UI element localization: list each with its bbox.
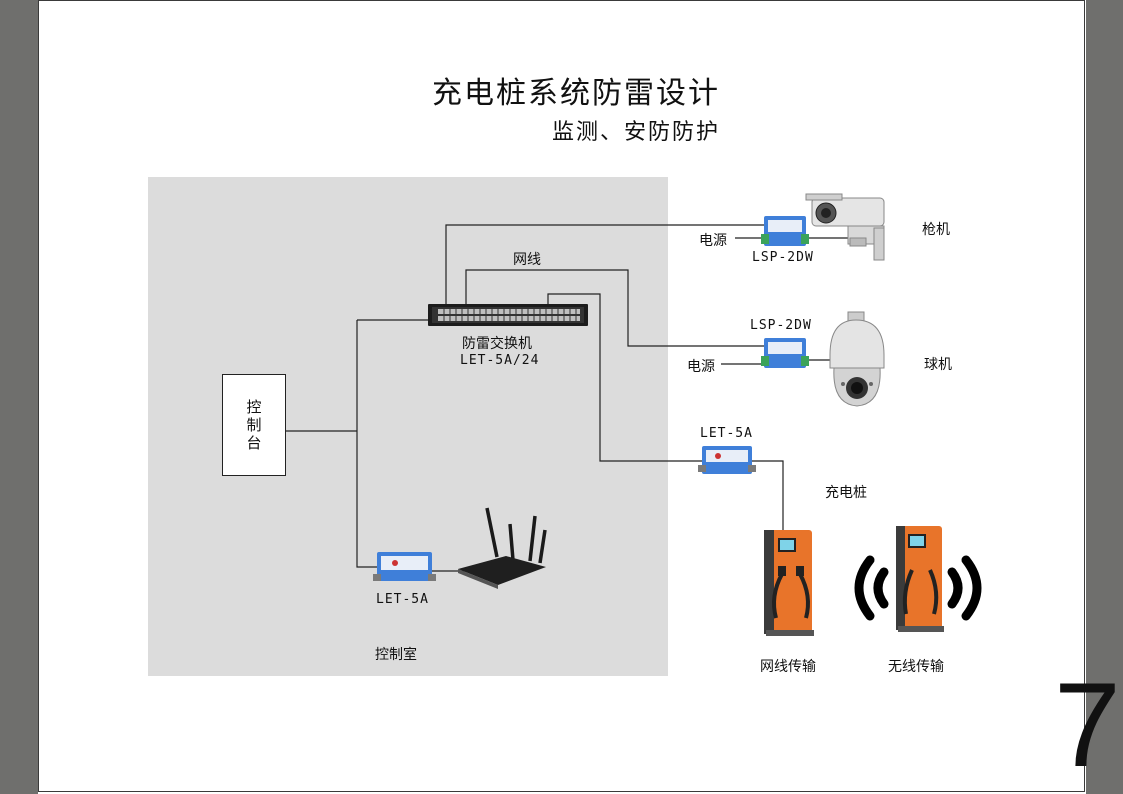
router-device [458,507,547,589]
wireless-signal-icon [854,555,982,621]
pile-protector-label: LET-5A [700,426,753,441]
wireless-charging-pile [896,526,944,632]
dome-protector-device [761,338,809,368]
console-box: 控制台 [222,374,286,476]
gun-camera-label: 枪机 [922,222,950,238]
wired-transmission-label: 网线传输 [760,659,816,675]
gun-protector-device [761,216,809,246]
page-title: 充电桩系统防雷设计 [432,76,720,111]
pile-protector-device [698,446,756,474]
wired-charging-pile [764,530,814,636]
dome-protector-label: LSP-2DW [750,318,812,333]
gun-protector-label: LSP-2DW [752,250,814,265]
dome-power-label: 电源 [687,359,715,375]
line-switch-to-dome [465,269,766,347]
console-label: 控制台 [246,398,262,452]
wireless-transmission-label: 无线传输 [888,659,944,675]
right-margin-band [1086,0,1123,794]
line-switch-to-gun [445,224,766,313]
connection-lines [286,224,850,572]
dome-camera-label: 球机 [924,357,952,373]
router-protector-device [373,552,436,581]
dome-camera-device [829,311,885,407]
page-subtitle: 监测、安防防护 [551,120,720,145]
router-protector-label: LET-5A [376,592,429,607]
switch-model-label: LET-5A/24 [460,353,540,368]
protection-switch-device [428,304,588,326]
network-cable-label: 网线 [513,252,541,268]
line-bus-vertical [356,320,378,568]
control-room-label: 控制室 [375,647,417,663]
page-border [38,0,1085,792]
charging-station-label: 充电桩 [825,485,867,501]
line-protector-to-pile [752,460,784,535]
page-number: 7 [1054,658,1121,792]
switch-name-label: 防雷交换机 [462,336,532,352]
line-switch-to-pile [547,293,702,462]
gun-power-label: 电源 [699,233,727,249]
left-margin-band [0,0,38,794]
gun-camera-device [805,193,885,261]
